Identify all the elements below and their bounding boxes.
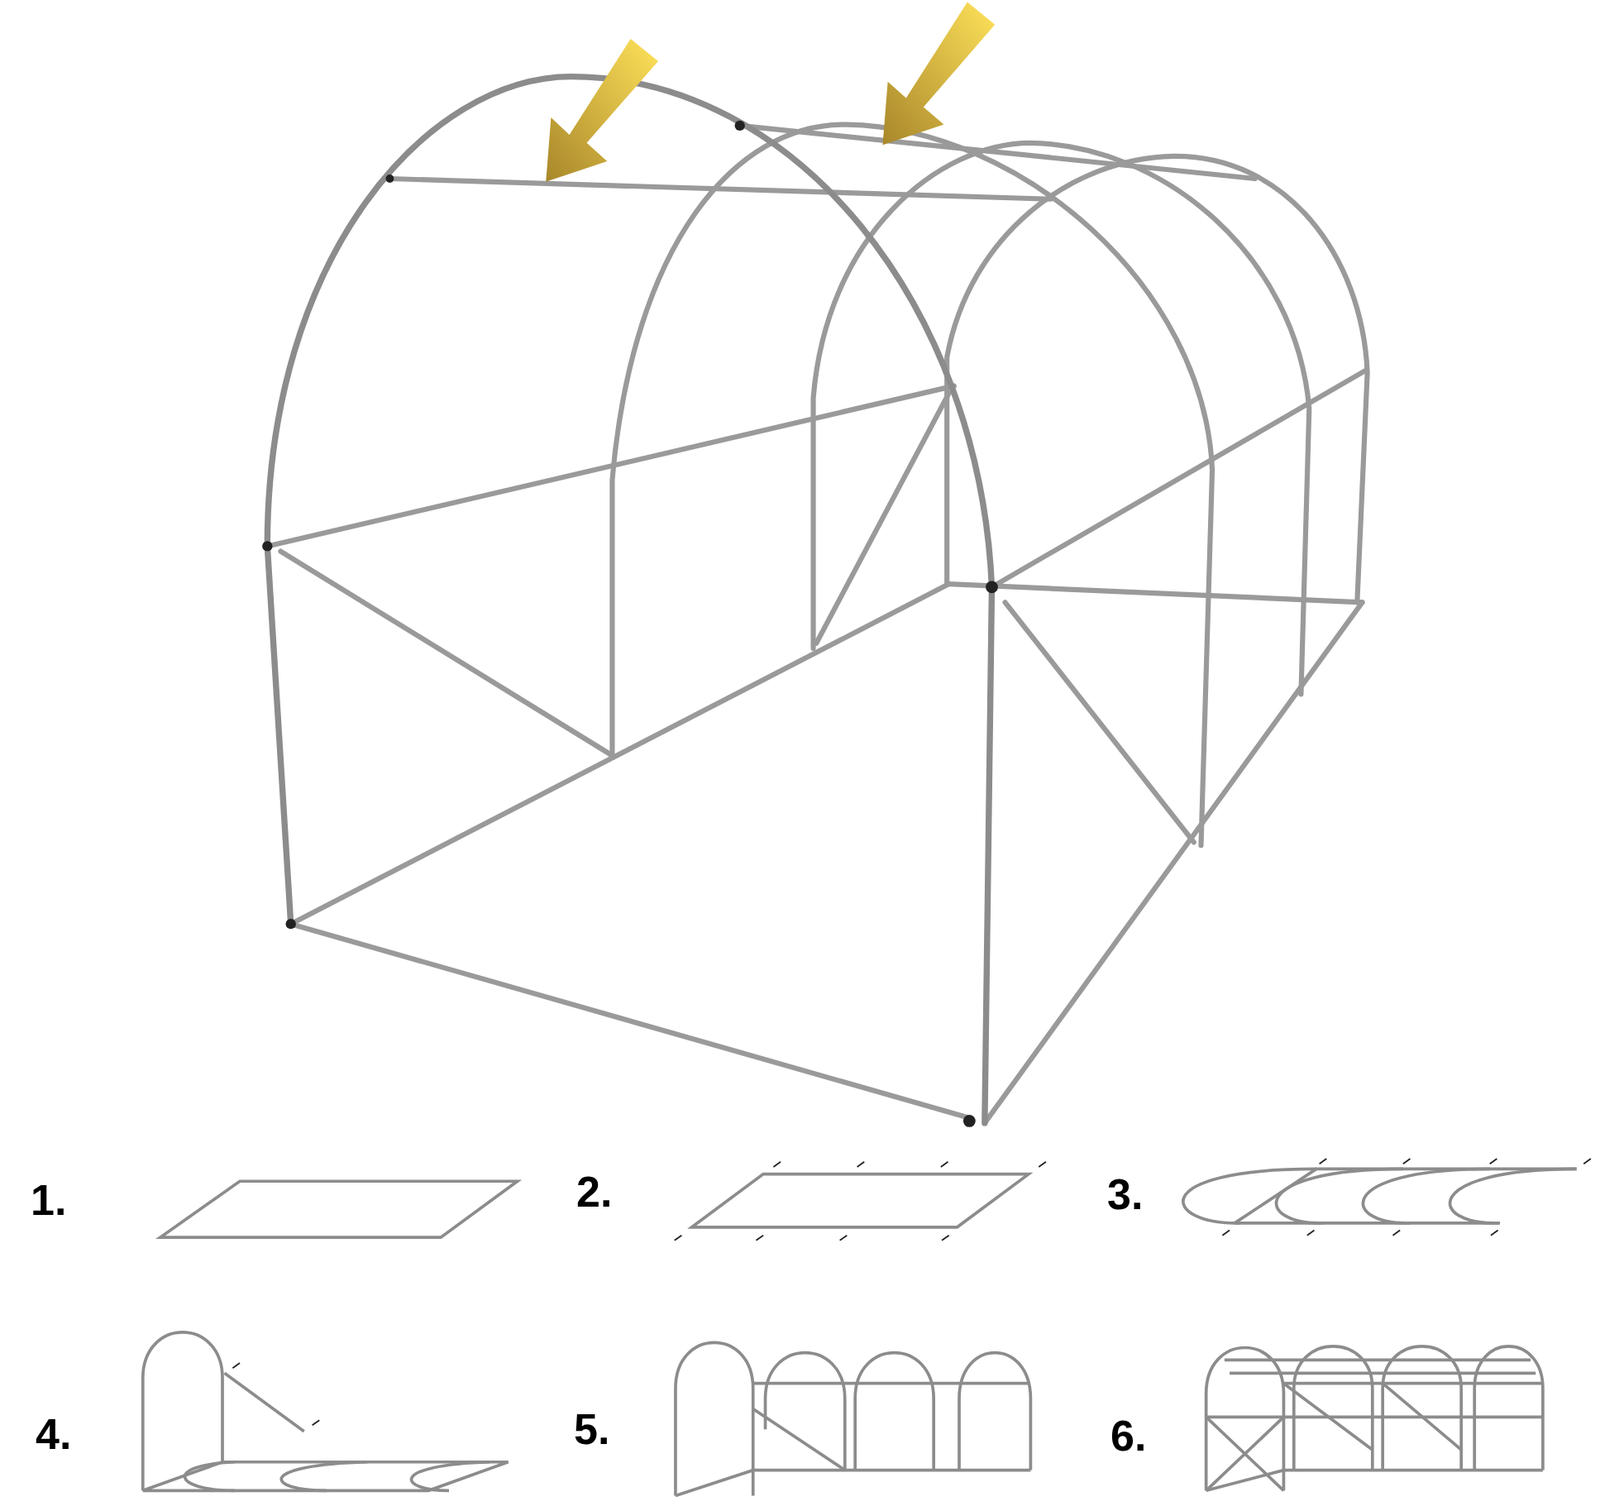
frame-stroke	[692, 1174, 1029, 1228]
frame-stroke	[753, 1408, 846, 1471]
frame-stroke	[1294, 1346, 1373, 1471]
step-diagrams	[143, 1168, 1577, 1495]
frame-stroke	[854, 1352, 934, 1471]
frame-stroke	[674, 1235, 950, 1241]
frame-stroke	[389, 178, 1051, 200]
frame-stroke	[411, 1461, 491, 1491]
frame-stroke	[262, 540, 273, 551]
frame-stroke	[740, 125, 1256, 179]
frame-stroke	[611, 124, 1213, 846]
frame-stroke	[267, 386, 955, 547]
frame-stroke	[753, 1381, 1029, 1386]
frame-stroke	[280, 551, 612, 756]
step-number: 1.	[30, 1178, 67, 1222]
frame-stroke	[735, 120, 746, 131]
frame-stroke	[992, 370, 1366, 588]
greenhouse-frame	[267, 76, 1367, 1123]
frame-stroke	[1382, 1346, 1462, 1471]
frame-stroke	[1275, 1168, 1403, 1223]
frame-stroke	[1183, 1168, 1317, 1223]
frame-stroke	[224, 1372, 304, 1431]
frame-stroke	[1206, 1416, 1285, 1491]
step-number: 3.	[1107, 1172, 1143, 1216]
frame-stroke	[984, 601, 1363, 1123]
frame-stroke	[143, 1461, 509, 1491]
frame-stroke	[963, 1114, 976, 1128]
frame-stroke	[813, 143, 1310, 695]
step-number: 6.	[1110, 1413, 1147, 1457]
frame-stroke	[545, 38, 659, 182]
frame-stroke	[1234, 1221, 1500, 1225]
frame-stroke	[1450, 1168, 1577, 1223]
frame-stroke	[816, 392, 949, 643]
frame-stroke	[1474, 1346, 1543, 1471]
step-number: 2.	[576, 1170, 612, 1214]
frame-stroke	[1362, 1168, 1490, 1223]
step-number: 4.	[35, 1412, 72, 1456]
frame-stroke	[1222, 1230, 1498, 1236]
frame-stroke	[675, 1470, 1031, 1496]
frame-stroke	[1206, 1346, 1285, 1491]
frame-stroke	[291, 583, 950, 924]
highlight-arrows	[545, 1, 995, 182]
frame-stroke	[267, 76, 992, 1123]
frame-stroke	[185, 1461, 235, 1491]
frame-stroke	[959, 1352, 1031, 1471]
frame-stroke	[773, 1161, 1046, 1167]
frame-stroke	[286, 918, 297, 929]
frame-stroke	[1206, 1383, 1543, 1418]
frame-stroke	[160, 1180, 518, 1238]
frame-stroke	[1283, 1383, 1462, 1450]
frame-stroke	[1005, 601, 1195, 842]
frame-stroke	[291, 923, 970, 1118]
frame-stroke	[1224, 1359, 1536, 1373]
frame-stroke	[765, 1352, 846, 1471]
step-arrow-marks	[232, 1158, 1591, 1425]
joint-caps	[262, 120, 999, 1128]
frame-stroke	[882, 1, 995, 145]
frame-stroke	[281, 1461, 368, 1491]
step-number: 5.	[573, 1407, 610, 1451]
frame-stroke	[985, 580, 999, 593]
frame-stroke	[1319, 1158, 1591, 1164]
frame-stroke	[232, 1362, 320, 1425]
frame-stroke	[385, 174, 394, 183]
frame-stroke	[1206, 1470, 1543, 1491]
frame-stroke	[1234, 1168, 1577, 1223]
frame-stroke	[949, 583, 1363, 602]
